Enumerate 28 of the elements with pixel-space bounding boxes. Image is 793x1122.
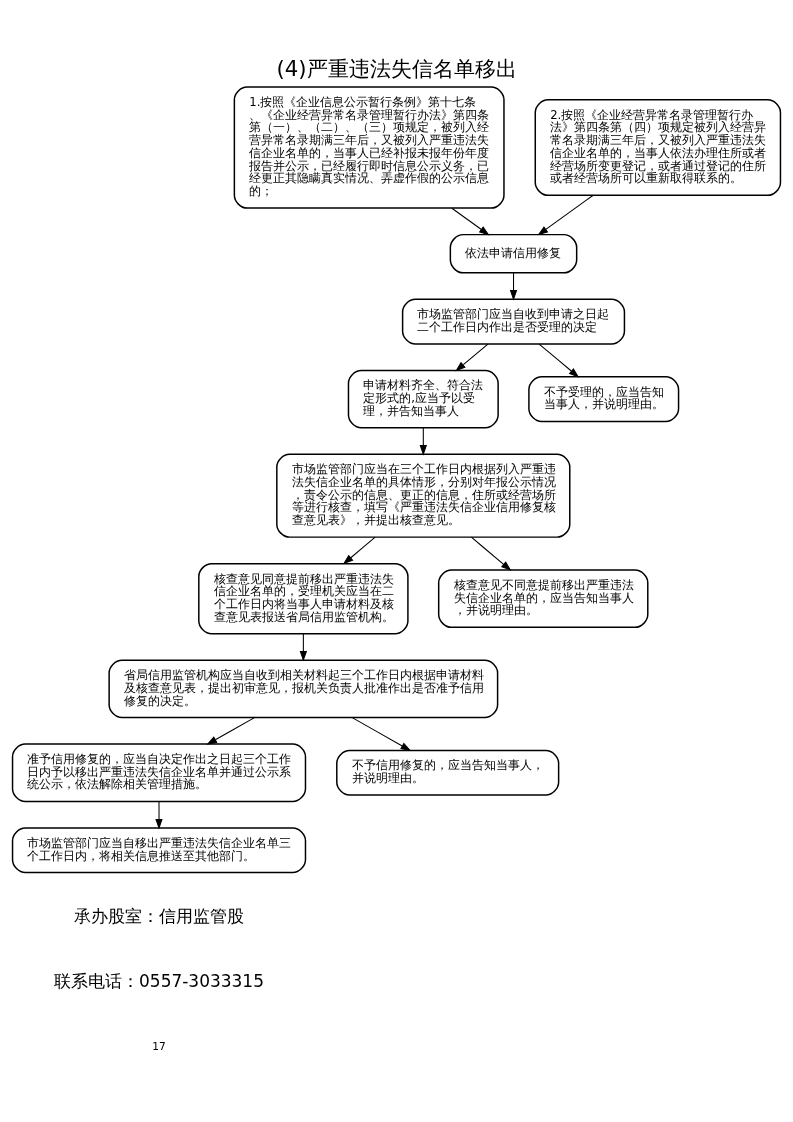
- arrow: [419, 427, 427, 456]
- node-box: 市场监管部门应当在三个工作日内根据列入严重违法失信企业名单的具体情形，分别对年报公示情况，责令公示的信息、更正的信息，住所或经营场所等进行核查，填写《严重违法失信企业信用修复核查意见表》，并提出核查意见。: [276, 453, 571, 538]
- arrow: [455, 343, 489, 372]
- arrow: [351, 717, 412, 752]
- node-box: 准予信用修复的，应当自决定作出之日起三个工作日内予以移出严重违法失信企业名单并通过公示系统公示，依法解除相关管理措施。: [11, 743, 307, 803]
- node-box: 依法申请信用修复: [449, 233, 578, 274]
- node-box: 核查意见同意提前移出严重违法失信企业名单的，受理机关应当在二个工作日内将当事人申请材料及核查意见表报送省局信用监管机构。: [198, 562, 409, 635]
- arrow: [451, 207, 490, 236]
- arrow: [537, 194, 594, 236]
- label: 承办股室：信用监管股: [74, 906, 245, 927]
- arrow: [299, 633, 308, 662]
- node-box: 1.按照《企业信息公示暂行条例》第十七条、《企业经营异常名录管理暂行办法》第四条第（一）、（二）、（三）项规定，被列入经营异常名录期满三年后，又被列入严重违法失信企业名单的，当事人已经补报未报年份年度报告并公示，已经履行即时信息公示义务，已经更正其隐瞒真实情况、弄虚作假的公示信息的；: [233, 86, 505, 209]
- arrow: [470, 536, 512, 571]
- diagram-title: (4)严重违法失信名单移出: [276, 56, 517, 82]
- arrow: [538, 343, 580, 378]
- node-box: 省局信用监管机构应当自收到相关材料起三个工作日内根据申请材料及核查意见表，提出初审意见，报机关负责人批准作出是否准予信用修复的决定。: [108, 659, 499, 719]
- label: 17: [152, 1040, 166, 1054]
- node-box: 申请材料齐全、符合法定形式的,应当予以受理，并告知当事人: [347, 369, 499, 429]
- label: 联系电话：0557-3033315: [54, 970, 264, 991]
- node-box: 市场监管部门应当自移出严重违法失信企业名单三个工作日内，将相关信息推送至其他部门。: [11, 827, 307, 874]
- node-box: 不予受理的，应当告知当事人，并说明理由。: [528, 376, 680, 423]
- arrow: [155, 800, 163, 830]
- node-box: 核查意见不同意提前移出严重违法失信企业名单的，应当告知当事人，并说明理由。: [437, 569, 649, 629]
- node-box: 2.按照《企业经营异常名录管理暂行办法》第四条第（四）项规定被列入经营异常名录期满三年后，又被列入严重违法失信企业名单的，当事人依法办理住所或者经营场所变更登记，或者通过登记的住所或者经营场所可以重新取得联系的。: [534, 99, 782, 197]
- node-box: 市场监管部门应当自收到申请之日起二个工作日内作出是否受理的决定: [401, 298, 626, 345]
- arrow: [206, 717, 256, 745]
- node-box: 不予信用修复的，应当告知当事人，并说明理由。: [336, 749, 560, 796]
- arrow: [342, 536, 376, 565]
